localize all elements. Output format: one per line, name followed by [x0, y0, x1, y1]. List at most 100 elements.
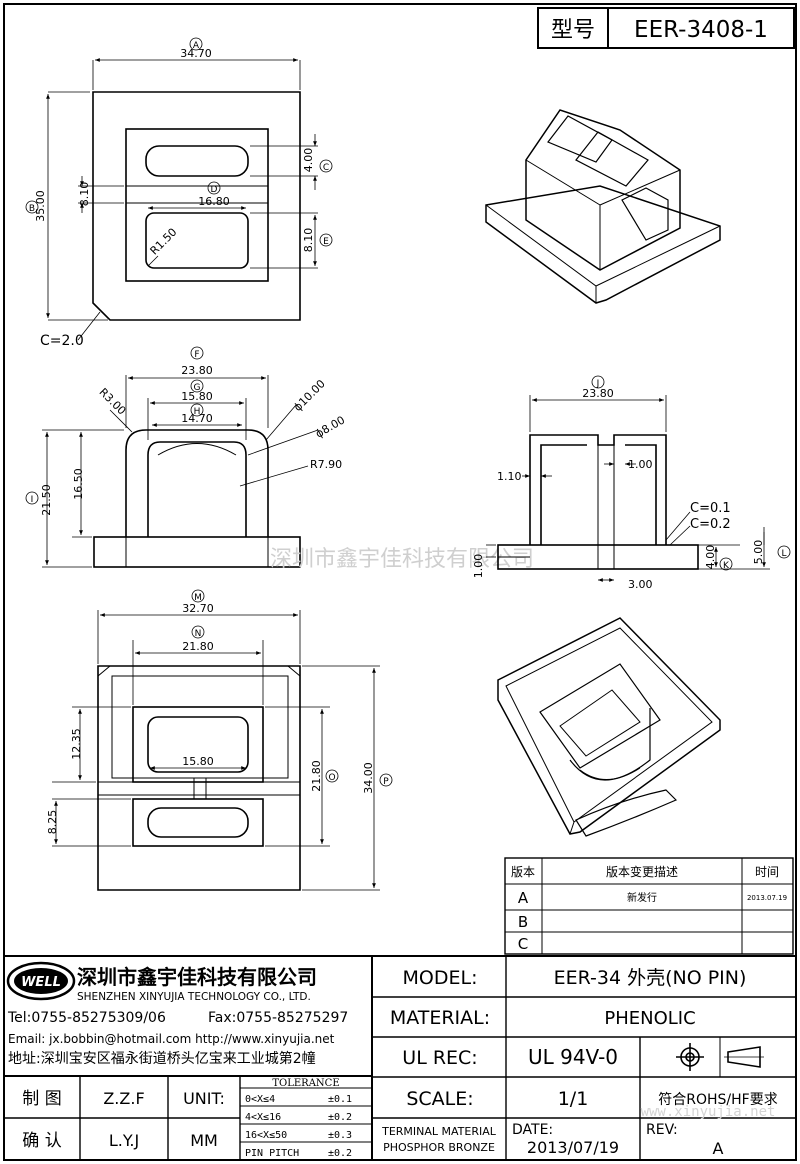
draw-by: Z.Z.F [103, 1089, 144, 1108]
svg-text:I: I [31, 495, 34, 505]
company-fax: Fax:0755-85275297 [208, 1010, 348, 1026]
tol-value-3: ±0.3 [328, 1130, 352, 1141]
material-label: MATERIAL: [390, 1007, 490, 1029]
dim-b: 35.00 [34, 190, 47, 222]
dim-k: 4.00 [704, 545, 717, 570]
dim-d8: ϕ8.00 [313, 413, 347, 440]
dim-l: 5.00 [752, 540, 765, 565]
dim-e: 8.10 [302, 228, 315, 253]
svg-text:B: B [29, 204, 35, 214]
iso-view-top [485, 109, 721, 304]
model-label: MODEL: [403, 967, 478, 989]
dim-j: 23.80 [582, 387, 614, 400]
scale-label: SCALE: [406, 1088, 473, 1110]
tol-value-2: ±0.2 [328, 1112, 352, 1123]
svg-text:M: M [194, 593, 202, 603]
top-view [46, 58, 318, 341]
rev-label: REV: [646, 1122, 678, 1138]
svg-text:K: K [723, 561, 730, 571]
rev-row-a-ver: A [518, 889, 529, 907]
watermark-url: www.xinyujia.net [641, 1104, 776, 1120]
dim-f: 23.80 [181, 364, 213, 377]
company-email: Email: jx.bobbin@hotmail.com http://www.… [8, 1032, 335, 1046]
unit-label: UNIT: [183, 1089, 225, 1108]
svg-text:O: O [328, 773, 335, 783]
bottom-view-labels: M 32.70 N 21.80 15.80 12.35 8.25 21.80 O… [46, 589, 393, 835]
dim-r79: R7.90 [310, 458, 342, 471]
draw-label: 制 图 [22, 1089, 61, 1109]
side-view-labels: J 23.80 1.10 1.00 C=0.1 C=0.2 1.00 4.00 … [472, 375, 791, 591]
svg-text:E: E [323, 237, 329, 247]
dim-n: 21.80 [182, 640, 214, 653]
dim-h1235: 12.35 [70, 728, 83, 760]
tol-range-3: 16<X≤50 [245, 1130, 287, 1141]
company-address: 地址:深圳宝安区福永街道桥头亿宝来工业城第2幢 [8, 1050, 316, 1067]
dim-m: 32.70 [182, 602, 214, 615]
terminal-material-line1: TERMINAL MATERIAL [381, 1125, 497, 1138]
dim-a: 34.70 [180, 47, 212, 60]
svg-text:J: J [596, 379, 600, 389]
svg-text:P: P [383, 777, 389, 787]
check-by: L.Y.J [109, 1131, 139, 1150]
dim-i: 21.50 [40, 484, 53, 516]
sheet-border [3, 3, 797, 1161]
iso-view-bottom [497, 617, 721, 837]
date-value: 2013/07/19 [527, 1138, 619, 1157]
dim-h100: 1.00 [472, 554, 485, 579]
dim-c02: C=0.2 [690, 517, 731, 532]
model-number: EER-3408-1 [634, 17, 768, 43]
company-name-cn: 深圳市鑫宇佳科技有限公司 [77, 965, 317, 989]
top-view-labels: A 34.70 B 35.00 4.00 C D 16.80 8.10 E 8.… [25, 37, 333, 349]
rev-row-c-ver: C [518, 935, 528, 953]
dim-d: 16.80 [198, 195, 230, 208]
dim-p: 34.00 [362, 762, 375, 794]
revision-table: 版本 版本变更描述 时间 A 新发行 2013.07.19 B C [504, 857, 794, 955]
tol-range-2: 4<X≤16 [245, 1112, 281, 1123]
ul-value: UL 94V-0 [528, 1045, 618, 1069]
dim-c01: C=0.1 [690, 501, 731, 516]
dim-w1580: 15.80 [182, 755, 214, 768]
unit-value: MM [190, 1131, 218, 1150]
dim-r150: R1.50 [148, 226, 180, 258]
side-view [486, 395, 770, 582]
dim-w300: 3.00 [628, 578, 653, 591]
rohs-note: 符合ROHS/HF要求 [658, 1092, 777, 1108]
watermark: 深圳市鑫宇佳科技有限公司 [270, 547, 534, 572]
model-value: EER-34 外壳(NO PIN) [554, 967, 747, 989]
svg-text:A: A [193, 41, 200, 51]
svg-text:F: F [194, 350, 199, 360]
rev-row-a-date: 2013.07.19 [747, 894, 787, 902]
svg-text:G: G [194, 383, 201, 393]
tol-value-4: ±0.2 [328, 1148, 352, 1159]
company-tel: Tel:0755-85275309/06 [7, 1010, 166, 1026]
rev-header-desc: 版本变更描述 [606, 864, 678, 879]
rev-value: A [713, 1139, 724, 1158]
front-view-labels: F 23.80 G 15.80 H 14.70 R3.00 ϕ10.00 ϕ8.… [25, 346, 347, 516]
bottom-view [52, 610, 380, 891]
rev-header-version: 版本 [511, 865, 535, 879]
dim-d10: ϕ10.00 [291, 377, 328, 414]
svg-text:L: L [781, 549, 786, 559]
tol-range-1: 0<X≤4 [245, 1094, 275, 1105]
rev-row-b-ver: B [518, 913, 528, 931]
svg-text:D: D [211, 185, 218, 195]
scale-value: 1/1 [558, 1088, 589, 1110]
dim-g: 15.80 [181, 390, 213, 403]
projection-symbol-icon [676, 1043, 764, 1071]
dim-h: 14.70 [181, 412, 213, 425]
dim-w110: 1.10 [497, 470, 522, 483]
dim-c: 4.00 [302, 148, 315, 173]
ul-label: UL REC: [402, 1047, 477, 1069]
svg-text:N: N [195, 629, 202, 639]
title-block-grid [4, 955, 796, 1160]
tol-range-4: PIN PITCH [245, 1148, 299, 1159]
terminal-material-line2: PHOSPHOR BRONZE [383, 1141, 495, 1154]
dim-h825: 8.25 [46, 810, 59, 835]
company-logo: WELL [6, 961, 76, 1001]
header-model-box: 型号 EER-3408-1 [537, 7, 795, 49]
svg-text:WELL: WELL [21, 975, 61, 990]
rev-row-a-desc: 新发行 [627, 891, 657, 904]
date-label: DATE: [512, 1122, 553, 1138]
rev-header-date: 时间 [755, 865, 779, 879]
